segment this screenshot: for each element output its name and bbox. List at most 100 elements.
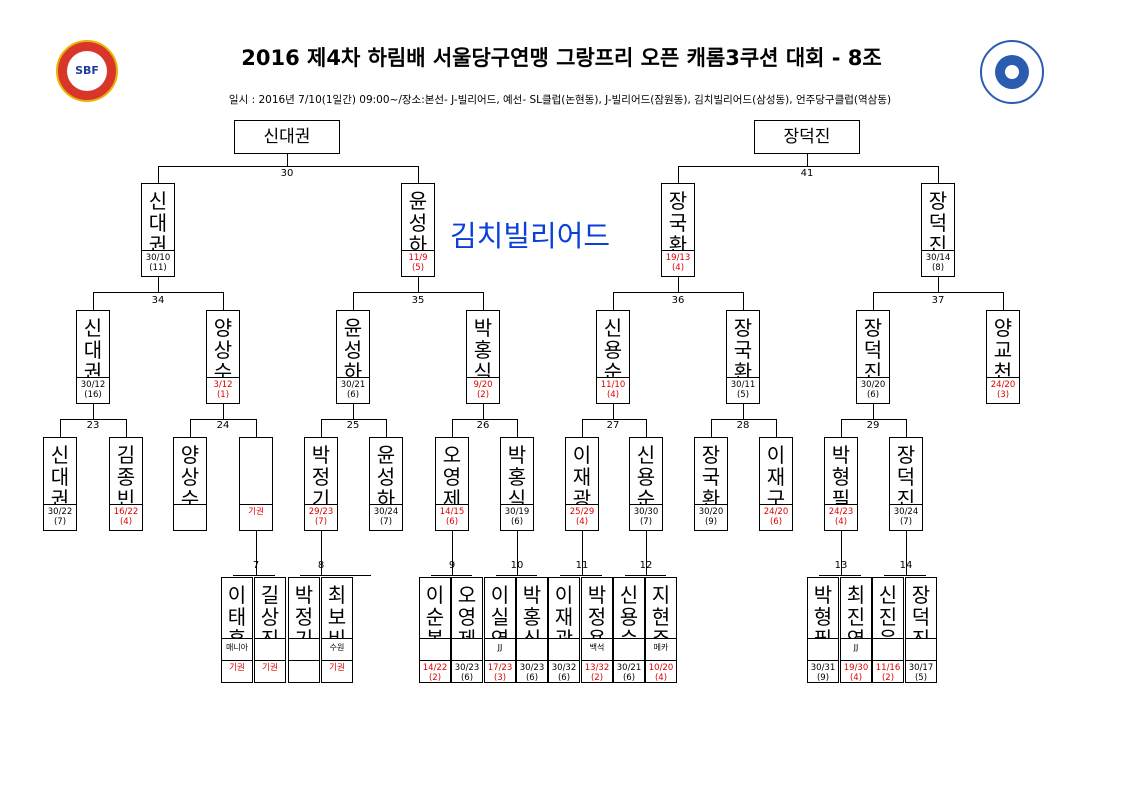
seoul-sports-council-logo (980, 40, 1044, 104)
bracket-line (321, 419, 322, 438)
game-number: 9 (448, 560, 456, 571)
player-name-box: 최 보 비 (321, 577, 353, 650)
player-score: 30/12 (16) (76, 378, 110, 404)
player-club (288, 639, 320, 661)
game-number: 8 (317, 560, 325, 571)
player-score: 11/16 (2) (872, 661, 904, 683)
bracket-line (60, 419, 61, 438)
bracket-line (431, 575, 472, 576)
player-name: 장 덕 진 (863, 316, 883, 384)
player-score: 17/23 (3) (484, 661, 516, 683)
bracket-line (743, 404, 744, 420)
game-number: 27 (606, 420, 620, 431)
player-name: 신 용 순 (636, 443, 656, 511)
bracket-line (582, 419, 647, 420)
bracket-line (418, 277, 419, 293)
game-number: 25 (346, 420, 360, 431)
player-score: 16/22 (4) (109, 505, 143, 531)
bracket-line (613, 292, 614, 311)
player-name-box: 박 홍 식 (516, 577, 548, 650)
player-score: 30/31 (9) (807, 661, 839, 683)
player-name: 박 정 기 (311, 443, 331, 511)
player-club (807, 639, 839, 661)
bracket-line (452, 531, 453, 576)
player-score: 30/17 (5) (905, 661, 937, 683)
bracket-line (841, 419, 907, 420)
player-name-box: 이 재 광 (565, 437, 599, 510)
player-name-box: 장 국 환 (661, 183, 695, 256)
player-club (516, 639, 548, 661)
player-score: 30/21 (6) (613, 661, 645, 683)
bracket-line (873, 292, 874, 311)
player-score: 24/23 (4) (824, 505, 858, 531)
player-name-box: 이 실 영 (484, 577, 516, 650)
bracket-line (678, 277, 679, 293)
player-name: 이 재 광 (572, 443, 592, 511)
player-score (288, 661, 320, 683)
player-name: 이 재 구 (766, 443, 786, 511)
player-score: 9/20 (2) (466, 378, 500, 404)
player-club (451, 639, 483, 661)
bracket-line (841, 419, 842, 438)
player-name-box: 길 상 진 (254, 577, 286, 650)
player-score: 3/12 (1) (206, 378, 240, 404)
bracket-line (337, 575, 371, 576)
player-club (905, 639, 937, 661)
player-score: 19/30 (4) (840, 661, 872, 683)
bracket-line (743, 292, 744, 311)
bracket-line (906, 531, 907, 576)
bracket-line (496, 575, 537, 576)
player-name: 양 교 천 (993, 316, 1013, 384)
bracket-line (223, 292, 224, 311)
player-score: 24/20 (3) (986, 378, 1020, 404)
player-name-box: 박 정 기 (304, 437, 338, 510)
game-number: 14 (899, 560, 913, 571)
sbf-logo: SBF (56, 40, 118, 102)
bracket-line (646, 531, 647, 576)
bracket-line (452, 419, 518, 420)
player-score: 30/32 (6) (548, 661, 580, 683)
player-name: 박 홍 식 (507, 443, 527, 511)
player-name: 장 국 환 (701, 443, 721, 511)
player-score: 11/9 (5) (401, 251, 435, 277)
player-name-box: 신 진 욱 (872, 577, 904, 650)
event-details: 일시 : 2016년 7/10(1일간) 09:00~/장소:본선- J-빌리어… (228, 94, 892, 106)
bracket-line (483, 404, 484, 420)
bracket-line (678, 166, 679, 184)
bracket-line (807, 154, 808, 167)
player-club: 메카 (645, 639, 677, 661)
player-score: 30/14 (8) (921, 251, 955, 277)
game-number: 12 (639, 560, 653, 571)
player-club (548, 639, 580, 661)
player-score: 11/10 (4) (596, 378, 630, 404)
player-name: 박 홍 식 (473, 316, 493, 384)
page-title: 2016 제4차 하림배 서울당구연맹 그랑프리 오픈 캐롬3쿠션 대회 - 8… (241, 46, 882, 70)
bracket-line (711, 419, 712, 438)
player-name-box: 박 홍 식 (466, 310, 500, 383)
player-score: 30/30 (7) (629, 505, 663, 531)
bracket-line (93, 292, 94, 311)
player-name-box (239, 437, 273, 505)
player-name-box: 박 형 필 (824, 437, 858, 510)
player-club: JJ (484, 639, 516, 661)
bracket-line (321, 531, 322, 576)
advancer-right: 장덕진 (754, 120, 860, 154)
player-club (254, 639, 286, 661)
player-club (872, 639, 904, 661)
player-name: 신 용 순 (603, 316, 623, 384)
bracket-line (256, 531, 257, 576)
player-name-box: 이 태 훈 (221, 577, 253, 650)
player-score: 19/13 (4) (661, 251, 695, 277)
player-name-box: 이 재 구 (759, 437, 793, 510)
bracket-line (678, 166, 939, 167)
player-name-box: 신 용 순 (596, 310, 630, 383)
bracket-line (483, 292, 484, 311)
player-score: 10/20 (4) (645, 661, 677, 683)
bracket-line (582, 531, 583, 576)
game-number: 24 (216, 420, 230, 431)
player-name-box: 박 홍 식 (500, 437, 534, 510)
player-name-box: 윤 성 하 (369, 437, 403, 510)
game-number: 41 (800, 168, 814, 179)
game-number: 10 (510, 560, 524, 571)
bracket-line (906, 419, 907, 438)
